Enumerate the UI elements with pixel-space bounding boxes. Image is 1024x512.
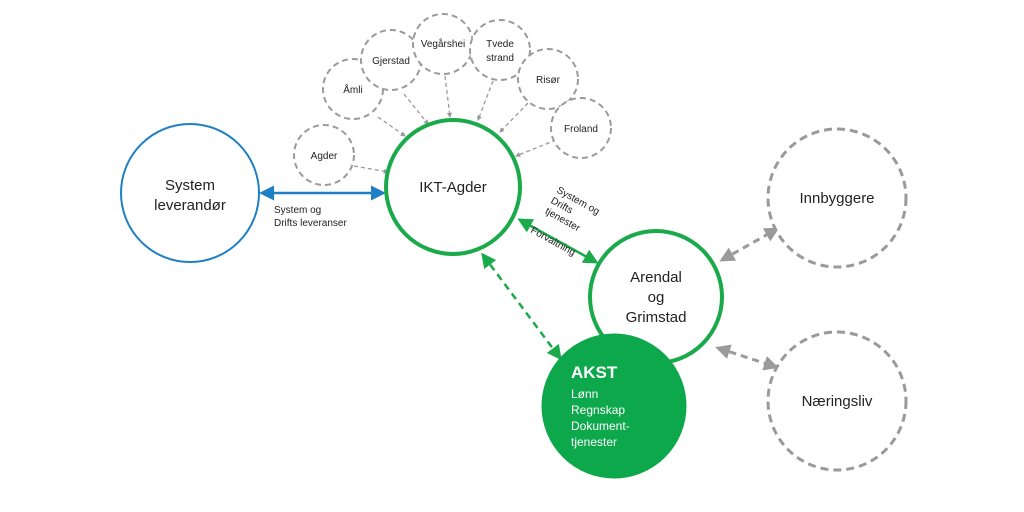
connector-risor bbox=[499, 102, 529, 133]
label-strand: strand bbox=[486, 53, 514, 64]
main-edges bbox=[259, 185, 780, 371]
municipality-circles bbox=[293, 13, 612, 186]
akst-line3: Dokument- bbox=[571, 419, 630, 433]
edge-label-ikt-arendal: System og Drifts tjenester bbox=[543, 185, 601, 235]
label-gjerstad: Gjerstad bbox=[372, 56, 410, 67]
node-naeringsliv bbox=[766, 330, 908, 472]
label-vegarshei: Vegårshei bbox=[421, 38, 465, 50]
circle-risor bbox=[517, 48, 579, 110]
connector-froland bbox=[515, 139, 557, 157]
label-risor: Risør bbox=[536, 75, 561, 86]
node-akst bbox=[541, 333, 687, 479]
circle-tvedestrand bbox=[469, 19, 531, 81]
edge-label-leverandor-1: System og bbox=[274, 205, 321, 216]
innbyggere-label: Innbyggere bbox=[799, 190, 874, 207]
label-froland: Froland bbox=[564, 124, 598, 135]
akst-line1: Lønn bbox=[571, 387, 598, 401]
node-innbyggere bbox=[766, 127, 908, 269]
edge-ikt-akst bbox=[481, 252, 562, 361]
edge-label-leverandor-2: Drifts leveranser bbox=[274, 218, 347, 229]
connector-tvedestrand bbox=[477, 80, 494, 121]
label-tvede: Tvede bbox=[486, 39, 514, 50]
node-ikt-agder bbox=[384, 118, 522, 256]
arendal-line3: Grimstad bbox=[626, 309, 687, 326]
akst-line2: Regnskap bbox=[571, 403, 625, 417]
connector-amli bbox=[377, 116, 406, 137]
label-agder: Agder bbox=[311, 151, 338, 162]
akst-line4: tjenester bbox=[571, 435, 617, 449]
naeringsliv-label: Næringsliv bbox=[802, 393, 873, 410]
connector-gjerstad bbox=[403, 93, 429, 125]
system-leverandor-line2: leverandør bbox=[154, 197, 226, 214]
label-amli: Åmli bbox=[343, 83, 362, 96]
municipality-labels: Agder Åmli Gjerstad Vegårshei Tvede stra… bbox=[311, 38, 598, 162]
circle-agder bbox=[293, 124, 355, 186]
arendal-line1: Arendal bbox=[630, 269, 682, 286]
ikt-agder-label: IKT-Agder bbox=[419, 179, 487, 196]
arendal-line2: og bbox=[648, 289, 665, 306]
system-leverandor-line1: System bbox=[165, 177, 215, 194]
edge-arendal-naeringsliv bbox=[715, 344, 779, 371]
connector-vegarshei bbox=[444, 75, 453, 119]
connector-agder bbox=[353, 165, 390, 174]
edge-ikt-arendal bbox=[517, 218, 599, 264]
akst-title: AKST bbox=[571, 363, 618, 382]
municipality-connectors bbox=[353, 75, 557, 174]
node-system-leverandor bbox=[120, 123, 260, 263]
edge-arendal-innbyggere bbox=[719, 227, 780, 262]
circle-froland bbox=[550, 97, 612, 159]
